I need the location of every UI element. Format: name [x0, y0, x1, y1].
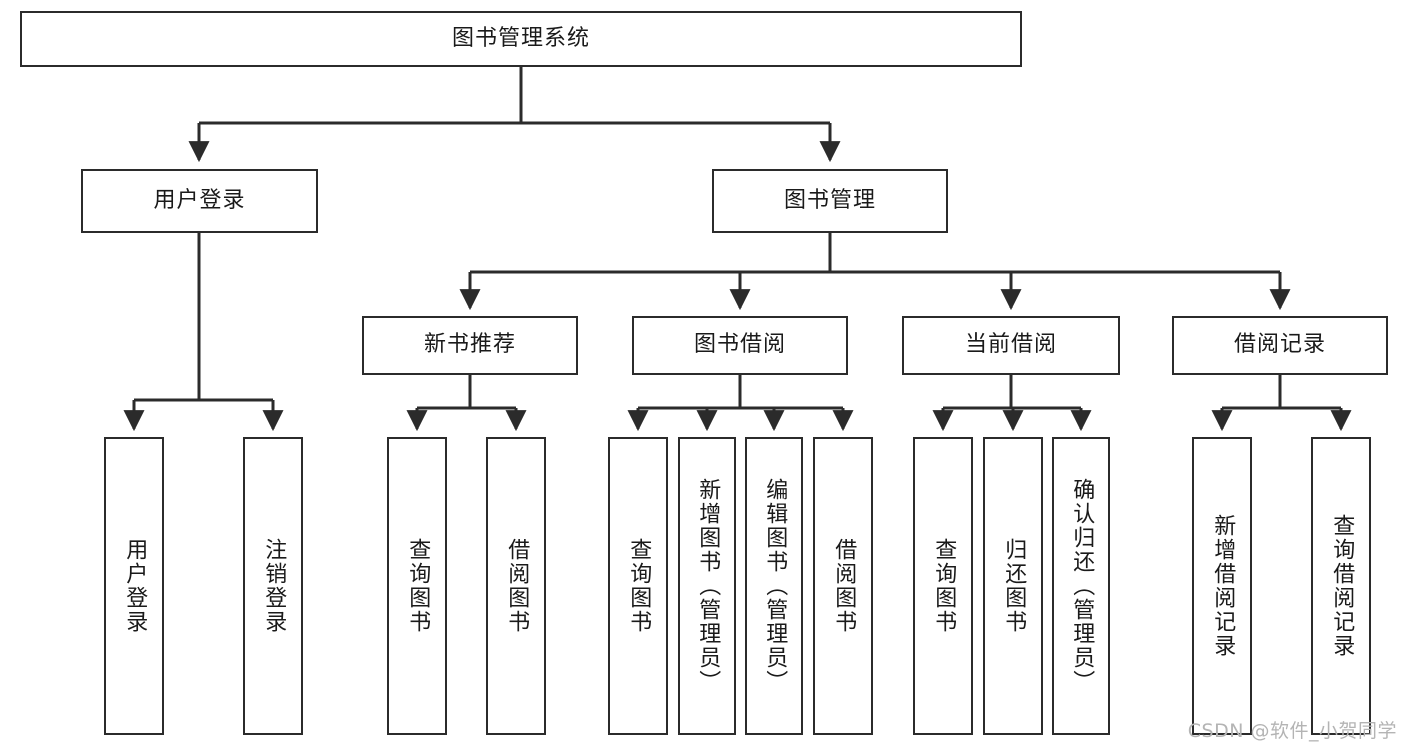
node-leaf-confirm-return-admin[interactable]: 确认归还（管理员）	[1052, 437, 1110, 735]
glyph: 阅	[1210, 586, 1236, 610]
node-root[interactable]: 图书管理系统	[20, 11, 1022, 67]
glyph: 录	[1329, 634, 1355, 658]
glyph: 还	[1069, 550, 1095, 574]
glyph: 录	[1210, 634, 1236, 658]
glyph: 员	[762, 646, 788, 670]
glyph: 图	[1001, 586, 1027, 610]
node-leaf-query-book-b[interactable]: 查询图书	[608, 437, 668, 735]
glyph: 阅	[831, 562, 857, 586]
node-level3-borrow-record[interactable]: 借阅记录	[1172, 316, 1388, 375]
glyph: 书	[762, 550, 788, 574]
node-leaf-query-book-a[interactable]: 查询图书	[387, 437, 447, 735]
glyph: 新	[695, 478, 721, 502]
glyph: 图	[831, 586, 857, 610]
glyph: ）	[695, 670, 721, 694]
glyph: 管	[762, 598, 788, 622]
node-level2-user-login[interactable]: 用户登录	[81, 169, 318, 233]
glyph: 询	[931, 562, 957, 586]
watermark-text: CSDN @软件_小贺同学	[1187, 720, 1397, 742]
glyph: 认	[1069, 502, 1095, 526]
node-leaf-query-borrow-record[interactable]: 查询借阅记录	[1311, 437, 1371, 735]
glyph: 图	[931, 586, 957, 610]
glyph: 归	[1069, 526, 1095, 550]
glyph: 员	[1069, 646, 1095, 670]
glyph: 询	[626, 562, 652, 586]
glyph: 增	[695, 502, 721, 526]
glyph: 图	[762, 526, 788, 550]
glyph: 书	[626, 610, 652, 634]
glyph: 员	[695, 646, 721, 670]
glyph: 借	[504, 538, 530, 562]
glyph: （	[762, 574, 788, 598]
glyph: 理	[695, 622, 721, 646]
glyph: 询	[405, 562, 431, 586]
glyph: 图	[695, 526, 721, 550]
node-leaf-edit-book-admin[interactable]: 编辑图书（管理员）	[745, 437, 803, 735]
glyph: 书	[831, 610, 857, 634]
glyph: 用	[122, 538, 148, 562]
glyph: （	[1069, 574, 1095, 598]
glyph: 借	[1210, 562, 1236, 586]
glyph: （	[695, 574, 721, 598]
node-level2-book-management[interactable]: 图书管理	[712, 169, 948, 233]
node-leaf-user-login[interactable]: 用户登录	[104, 437, 164, 735]
glyph: 编	[762, 478, 788, 502]
glyph: 销	[261, 562, 287, 586]
node-leaf-add-borrow-record[interactable]: 新增借阅记录	[1192, 437, 1252, 735]
glyph: 登	[122, 586, 148, 610]
node-level3-current-borrow[interactable]: 当前借阅	[902, 316, 1120, 375]
glyph: 借	[1329, 562, 1355, 586]
glyph: 查	[405, 538, 431, 562]
glyph: 书	[1001, 610, 1027, 634]
glyph: 归	[1001, 538, 1027, 562]
glyph: 管	[695, 598, 721, 622]
glyph: 查	[1329, 514, 1355, 538]
glyph: 阅	[1329, 586, 1355, 610]
glyph: 还	[1001, 562, 1027, 586]
glyph: 书	[695, 550, 721, 574]
glyph: 图	[626, 586, 652, 610]
glyph: 管	[1069, 598, 1095, 622]
glyph: ）	[1069, 670, 1095, 694]
glyph: 图	[405, 586, 431, 610]
glyph: 书	[504, 610, 530, 634]
node-leaf-logout[interactable]: 注销登录	[243, 437, 303, 735]
glyph: 增	[1210, 538, 1236, 562]
node-leaf-borrow-book-b[interactable]: 借阅图书	[813, 437, 873, 735]
node-leaf-add-book-admin[interactable]: 新增图书（管理员）	[678, 437, 736, 735]
glyph: 新	[1210, 514, 1236, 538]
glyph: 辑	[762, 502, 788, 526]
glyph: 录	[261, 610, 287, 634]
glyph: 书	[931, 610, 957, 634]
glyph: 理	[762, 622, 788, 646]
glyph: 录	[122, 610, 148, 634]
glyph: 阅	[504, 562, 530, 586]
node-level3-book-borrow[interactable]: 图书借阅	[632, 316, 848, 375]
node-level3-new-book-recommend[interactable]: 新书推荐	[362, 316, 578, 375]
glyph: 查	[931, 538, 957, 562]
glyph: 记	[1210, 610, 1236, 634]
glyph: 借	[831, 538, 857, 562]
glyph: ）	[762, 670, 788, 694]
glyph: 确	[1069, 478, 1095, 502]
glyph: 书	[405, 610, 431, 634]
glyph: 理	[1069, 622, 1095, 646]
glyph: 图	[504, 586, 530, 610]
glyph: 注	[261, 538, 287, 562]
glyph: 询	[1329, 538, 1355, 562]
glyph: 查	[626, 538, 652, 562]
glyph: 户	[122, 562, 148, 586]
node-leaf-query-book-c[interactable]: 查询图书	[913, 437, 973, 735]
node-leaf-borrow-book-a[interactable]: 借阅图书	[486, 437, 546, 735]
glyph: 登	[261, 586, 287, 610]
node-leaf-return-book[interactable]: 归还图书	[983, 437, 1043, 735]
glyph: 记	[1329, 610, 1355, 634]
